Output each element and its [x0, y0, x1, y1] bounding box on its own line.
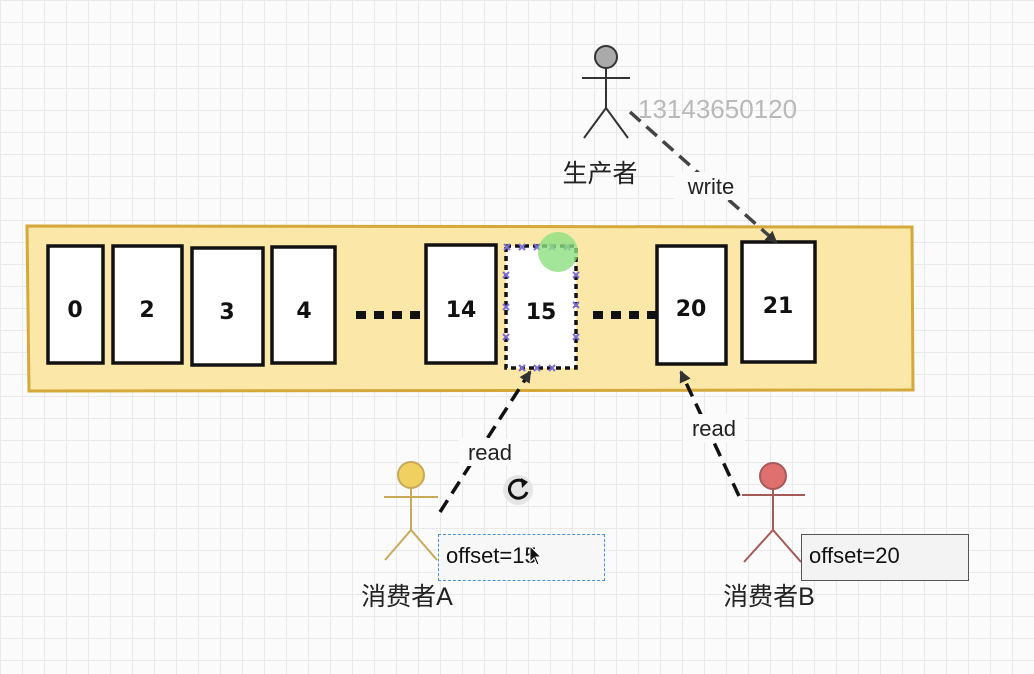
read-label-b: read — [692, 416, 736, 441]
cell-0: 0 — [46, 244, 105, 365]
rotate-cursor-icon — [503, 475, 533, 505]
cell-20: 20 — [655, 244, 728, 366]
cell-14: 14 — [424, 243, 498, 365]
read-label-b-bg — [683, 414, 745, 442]
producer-actor-icon — [582, 45, 630, 139]
cell-label: 0 — [67, 298, 82, 323]
watermark-text: 13143650120 — [638, 94, 797, 124]
cell-label: 21 — [763, 294, 794, 319]
cell-label: 20 — [676, 297, 707, 322]
offset-a-textbox[interactable]: offset=15 — [438, 534, 605, 581]
read-label-a: read — [468, 440, 512, 465]
read-arrow-a — [438, 370, 532, 513]
cell-2: 2 — [111, 244, 184, 365]
selection-handles[interactable] — [502, 243, 580, 372]
cell-label: 2 — [139, 298, 154, 323]
write-label: write — [687, 174, 734, 199]
consumer-b-label: 消费者B — [723, 583, 815, 611]
selection-highlight — [538, 232, 578, 272]
partition-cells: 0 2 3 4 14 15 20 21 — [46, 240, 817, 370]
consumer-a-label: 消费者A — [361, 583, 453, 611]
ellipsis-dots-right — [593, 311, 657, 319]
offset-b-text: offset=20 — [809, 543, 900, 568]
mouse-pointer-icon — [529, 545, 543, 566]
cell-label: 3 — [219, 300, 234, 325]
producer-label: 生产者 — [562, 160, 637, 188]
cell-21: 21 — [740, 240, 817, 364]
ellipsis-dots-left — [356, 311, 420, 319]
consumer-b-actor-icon — [742, 462, 805, 563]
consumer-a-actor-icon — [384, 461, 438, 561]
offset-b-textbox[interactable]: offset=20 — [801, 534, 969, 581]
cell-label: 14 — [446, 298, 477, 323]
cell-label: 4 — [296, 299, 311, 324]
cell-4: 4 — [270, 245, 337, 365]
write-label-bg — [674, 172, 748, 200]
offset-a-text: offset=15 — [446, 543, 537, 568]
cell-3: 3 — [190, 246, 265, 367]
read-label-a-bg — [459, 438, 521, 466]
cell-label: 15 — [526, 300, 557, 325]
